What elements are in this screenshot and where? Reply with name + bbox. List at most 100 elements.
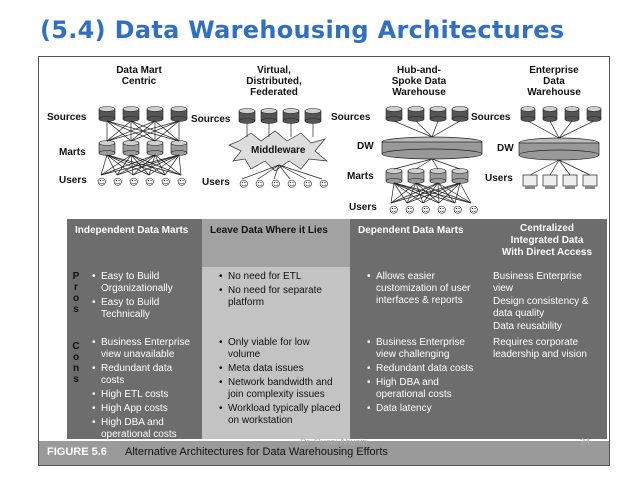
comparison-table: Independent Data Marts Leave Data Where … <box>67 219 607 441</box>
connector-line <box>406 182 417 204</box>
source-cylinder-bottom <box>407 116 425 122</box>
connector-line <box>106 120 132 142</box>
connector-line <box>437 182 456 204</box>
figure-panel: ☺☺☺☺☺☺☺☺☺☺☺☺☺☺☺☺☺☺ Data Mart Centric Vir… <box>38 56 610 466</box>
connector-line <box>558 159 591 176</box>
architecture-diagrams: ☺☺☺☺☺☺☺☺☺☺☺☺☺☺☺☺☺☺ <box>97 106 602 216</box>
source-cylinder-top <box>385 106 403 112</box>
source-cylinder-top <box>282 108 300 114</box>
cons-label: C o n s <box>72 341 80 385</box>
connector-line <box>393 182 424 204</box>
user-icon: ☺ <box>271 179 280 190</box>
arch-title-federated: Virtual, Distributed, Federated <box>246 65 302 98</box>
mart-cylinder-top <box>407 168 425 174</box>
user-icon: ☺ <box>421 205 430 216</box>
user-icon: ☺ <box>145 177 154 188</box>
user-icon: ☺ <box>405 205 414 216</box>
connector-line <box>390 182 417 204</box>
source-cylinder-bottom <box>282 118 300 124</box>
source-cylinder-bottom <box>238 118 256 124</box>
source-cylinder-top <box>429 106 447 112</box>
source-cylinder-top <box>586 106 602 112</box>
middleware-burst <box>228 130 329 172</box>
connector-line <box>154 154 182 176</box>
connector-line <box>100 154 156 176</box>
page-number: 24 <box>580 437 591 447</box>
connector-line <box>106 154 134 176</box>
connector-line <box>549 120 560 139</box>
connector-line <box>393 182 440 204</box>
connector-line <box>415 120 433 138</box>
user-icon: ☺ <box>453 205 462 216</box>
cons-item: Requires corporate leadership and vision <box>493 337 587 360</box>
cons-item: Business Enterprise view unavailable <box>92 337 196 361</box>
connector-line <box>393 182 408 204</box>
connector-line <box>148 154 180 176</box>
connector-line <box>393 182 472 204</box>
connector-line <box>100 154 108 176</box>
workstation-icon <box>582 174 598 187</box>
user-icon: ☺ <box>437 205 446 216</box>
cons-cell-2: Only viable for low volumeMeta data issu… <box>202 333 350 439</box>
figure-caption-bar: FIGURE 5.6 Alternative Architectures for… <box>39 441 609 465</box>
connector-line <box>278 164 323 180</box>
label-users-2: Users <box>202 177 230 188</box>
cons-item: High App costs <box>92 403 196 415</box>
mart-cylinder-bottom <box>170 150 188 156</box>
connector-line <box>437 182 472 204</box>
label-sources-4: Sources <box>471 112 511 123</box>
cons-item: High DBA and operational costs <box>367 377 481 401</box>
source-cylinder-top <box>122 106 140 112</box>
connector-line <box>431 120 439 138</box>
pros-cell-1: Easy to Build OrganizationallyEasy to Bu… <box>67 267 202 333</box>
connector-line <box>529 159 560 176</box>
pros-item: Data reusability <box>493 321 562 332</box>
cons-item: Redundant data costs <box>92 363 196 387</box>
cons-item: Workload typically placed on workstation <box>219 403 342 427</box>
source-cylinder-top <box>564 106 580 112</box>
connector-line <box>558 120 595 139</box>
label-sources-1: Sources <box>47 112 87 123</box>
mart-cylinder-top <box>122 140 140 146</box>
user-icon: ☺ <box>389 205 398 216</box>
user-icon: ☺ <box>287 179 296 190</box>
user-icon: ☺ <box>303 179 312 190</box>
label-users-1: Users <box>59 175 87 186</box>
connector-line <box>100 154 132 176</box>
connector-line <box>390 182 395 204</box>
connector-line <box>393 158 433 170</box>
connector-line <box>390 182 439 204</box>
source-cylinder-bottom <box>564 116 580 122</box>
connector-line <box>116 154 156 176</box>
mart-cylinder-top <box>98 140 116 146</box>
pros-label: P r o s <box>72 271 80 315</box>
cons-item: Meta data issues <box>219 363 342 375</box>
connector-line <box>130 120 180 142</box>
mart-cylinder-bottom <box>146 150 164 156</box>
label-dw-3: DW <box>357 141 374 152</box>
label-marts-1: Marts <box>59 147 86 158</box>
connector-line <box>431 120 461 138</box>
cons-item: Business Enterprise view challenging <box>367 337 481 361</box>
connector-line <box>558 120 573 139</box>
cons-item: Redundant data costs <box>367 363 481 375</box>
label-sources-2: Sources <box>191 114 231 125</box>
connector-line <box>406 182 439 204</box>
mart-cylinder-top <box>429 168 447 174</box>
pros-item: No need for separate platform <box>219 285 342 309</box>
cons-item: Only viable for low volume <box>219 337 342 361</box>
source-cylinder-bottom <box>586 116 602 122</box>
arch-title-data-mart-centric: Data Mart Centric <box>116 65 162 87</box>
label-users-4: Users <box>485 173 513 184</box>
figure-caption-text: Alternative Architectures for Data Wareh… <box>125 446 388 458</box>
user-icon: ☺ <box>97 177 106 188</box>
connector-line <box>148 154 156 176</box>
source-cylinder-top <box>260 108 278 114</box>
source-cylinder-top <box>146 106 164 112</box>
source-cylinder-bottom <box>98 116 116 122</box>
workstation-base <box>565 186 575 189</box>
header-centralized: Centralized Integrated Data With Direct … <box>487 219 607 267</box>
source-cylinder-bottom <box>542 116 558 122</box>
cons-item: High DBA and operational costs <box>92 417 196 441</box>
connector-line <box>415 182 424 204</box>
